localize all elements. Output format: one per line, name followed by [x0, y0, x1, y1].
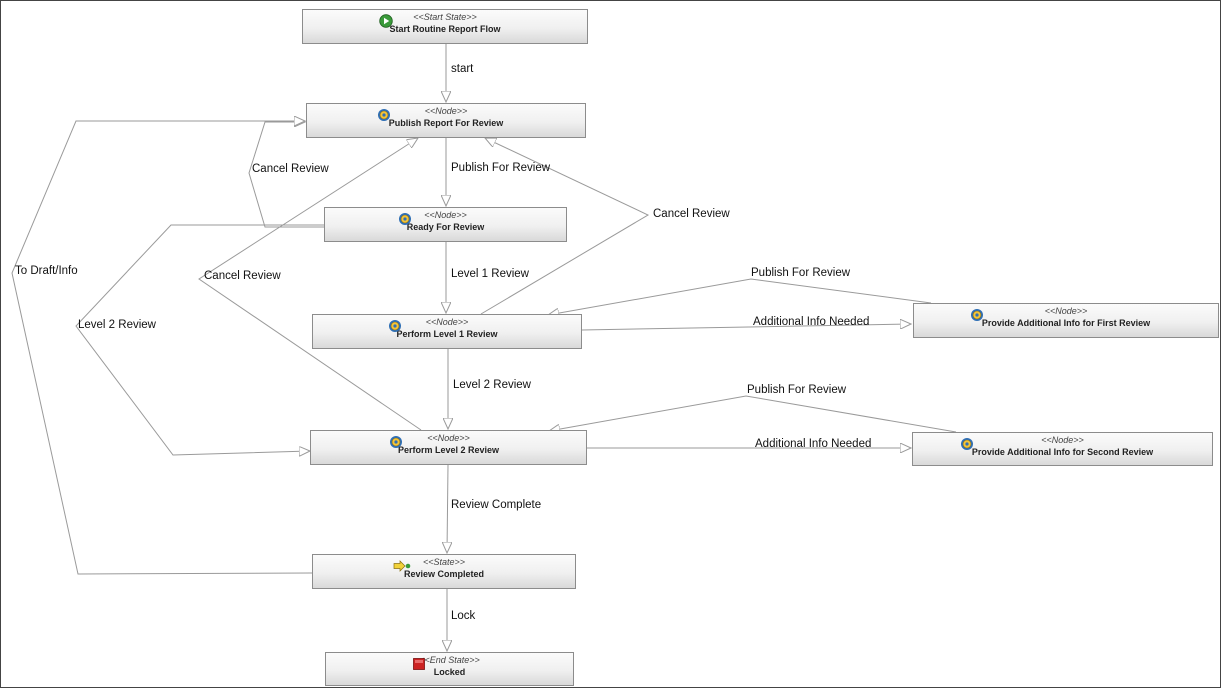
edge-label-review-complete[interactable]: Review Complete [451, 499, 542, 511]
node-review-completed[interactable]: <<State>> Review Completed [312, 554, 576, 589]
node-stereotype: <<End State>> [419, 655, 480, 665]
edge-label-lock[interactable]: Lock [451, 610, 476, 622]
node-perform-level-1-review[interactable]: <<Node>> Perform Level 1 Review [312, 314, 582, 349]
edge-label-level2-review-from-ready[interactable]: Level 2 Review [78, 319, 156, 331]
edge-label-publish-for-review-info1[interactable]: Publish For Review [751, 267, 851, 279]
edge-label-publish-for-review[interactable]: Publish For Review [451, 162, 551, 174]
node-stereotype: <<Start State>> [413, 12, 477, 22]
gear-icon [389, 320, 401, 332]
node-stereotype: <<Node>> [1041, 435, 1084, 445]
start-icon [379, 14, 393, 28]
node-stereotype: <<Node>> [425, 317, 469, 327]
node-title: Publish Report For Review [388, 118, 504, 128]
gear-icon [399, 213, 411, 225]
gear-icon [390, 436, 402, 448]
node-title: Provide Additional Info for Second Revie… [971, 447, 1154, 457]
node-title: Perform Level 1 Review [396, 329, 498, 339]
edge-label-level1-review[interactable]: Level 1 Review [451, 268, 529, 280]
edge-publish-for-review-info2[interactable] [549, 395, 957, 432]
node-title: Start Routine Report Flow [389, 24, 501, 34]
node-ready-for-review[interactable]: <<Node>> Ready For Review [324, 207, 567, 242]
node-perform-level-2-review[interactable]: <<Node>> Perform Level 2 Review [310, 430, 587, 465]
node-title: Locked [433, 667, 466, 677]
edge-cancel-review-ready[interactable] [248, 122, 324, 228]
node-title: Review Completed [403, 569, 485, 579]
node-stereotype: <<Node>> [1044, 306, 1088, 316]
gear-icon [971, 309, 983, 321]
edge-cancel-review-level2[interactable] [198, 138, 422, 431]
stop-icon [413, 658, 425, 670]
edge-review-complete[interactable] [447, 464, 448, 553]
node-start-routine-report-flow[interactable]: <<Start State>> Start Routine Report Flo… [302, 9, 588, 44]
gear-icon [961, 438, 973, 450]
node-stereotype: <<Node>> [424, 106, 468, 116]
edge-label-start[interactable]: start [451, 63, 474, 75]
edge-label-additional-info-needed-2[interactable]: Additional Info Needed [755, 438, 872, 450]
node-stereotype: <<Node>> [427, 433, 470, 443]
node-title: Ready For Review [406, 222, 485, 232]
edge-label-cancel-review-ready[interactable]: Cancel Review [252, 163, 329, 175]
edge-additional-info-needed-1[interactable] [581, 324, 911, 331]
edge-label-cancel-review-level1[interactable]: Cancel Review [653, 208, 730, 220]
node-stereotype: <<State>> [422, 557, 466, 567]
edge-label-cancel-review-level2[interactable]: Cancel Review [204, 270, 281, 282]
node-publish-report-for-review[interactable]: <<Node>> Publish Report For Review [306, 103, 586, 138]
edge-to-draft-info[interactable] [11, 121, 313, 575]
edge-label-level2-review-from-level1[interactable]: Level 2 Review [453, 379, 531, 391]
node-provide-additional-info-first-review[interactable]: <<Node>> Provide Additional Info for Fir… [913, 303, 1219, 338]
edge-level2-review-from-ready[interactable] [75, 224, 324, 455]
node-provide-additional-info-second-review[interactable]: <<Node>> Provide Additional Info for Sec… [912, 432, 1213, 466]
edge-publish-for-review-info1[interactable] [548, 278, 932, 315]
state-arrow-icon [393, 560, 411, 572]
node-title: Perform Level 2 Review [397, 445, 500, 455]
edge-label-publish-for-review-info2[interactable]: Publish For Review [747, 384, 847, 396]
node-stereotype: <<Node>> [424, 210, 467, 220]
edge-cancel-review-level1[interactable] [480, 138, 650, 315]
node-title: Provide Additional Info for First Review [981, 318, 1151, 328]
gear-icon [378, 109, 390, 121]
node-locked[interactable]: <<End State>> Locked [325, 652, 574, 686]
edge-label-additional-info-needed-1[interactable]: Additional Info Needed [753, 316, 870, 328]
edge-label-to-draft-info[interactable]: To Draft/Info [15, 265, 78, 277]
